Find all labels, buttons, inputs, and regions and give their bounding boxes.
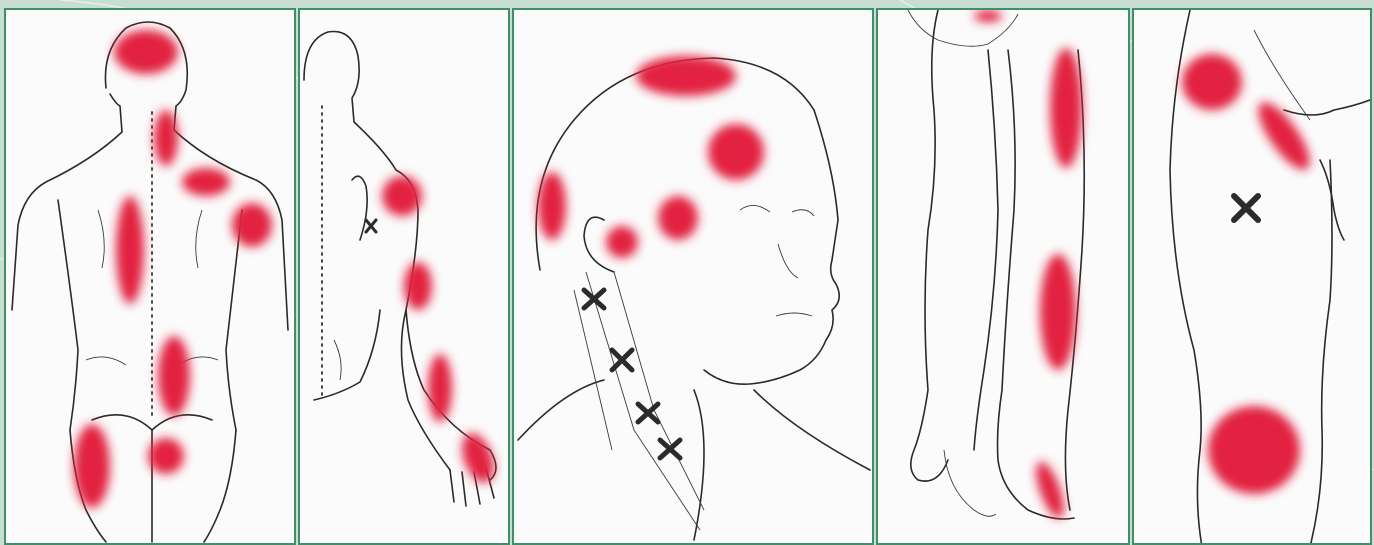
pain-zone	[382, 176, 422, 216]
pain-zone	[1030, 458, 1069, 521]
pain-zone	[1208, 406, 1300, 494]
pain-zone	[182, 168, 230, 196]
head-outline	[518, 58, 870, 540]
trigger-point-x	[584, 290, 604, 308]
pain-zone	[1182, 54, 1242, 110]
pain-zone	[114, 30, 178, 74]
arm-illustration	[300, 10, 510, 545]
pain-zone	[116, 196, 144, 304]
trigger-point-x	[612, 350, 632, 370]
panel-back-view	[4, 8, 296, 545]
panel-arm-back-view	[298, 8, 510, 545]
referred-pain-zones	[74, 30, 272, 508]
pain-zone	[74, 424, 110, 508]
pain-zone	[1250, 95, 1319, 177]
pain-zone	[404, 262, 432, 310]
panel-head-neck-view	[512, 8, 874, 545]
pain-zone	[1040, 254, 1076, 370]
pain-zone	[158, 336, 190, 416]
pain-zone	[428, 354, 452, 422]
referred-pain-zones	[1182, 54, 1318, 494]
panel-legs-side-view	[876, 8, 1130, 545]
pain-zone	[606, 226, 638, 258]
pain-zone	[658, 196, 698, 240]
pain-zone	[1050, 48, 1082, 168]
pain-zone	[708, 124, 764, 180]
referred-pain-zones	[538, 56, 764, 258]
head-illustration	[514, 10, 874, 545]
pain-zone	[232, 203, 272, 247]
legs-illustration	[878, 10, 1130, 545]
pain-zone	[974, 10, 1002, 22]
panel-thigh-view	[1132, 8, 1372, 545]
pain-zone	[154, 110, 178, 166]
thigh-illustration	[1134, 10, 1372, 545]
referred-pain-zones	[382, 176, 500, 487]
pain-zone	[148, 438, 184, 474]
back-illustration	[6, 10, 296, 545]
pain-zone	[538, 172, 566, 240]
trigger-point-x	[366, 220, 376, 232]
pain-zone	[636, 56, 736, 96]
trigger-point-x	[1234, 196, 1258, 220]
